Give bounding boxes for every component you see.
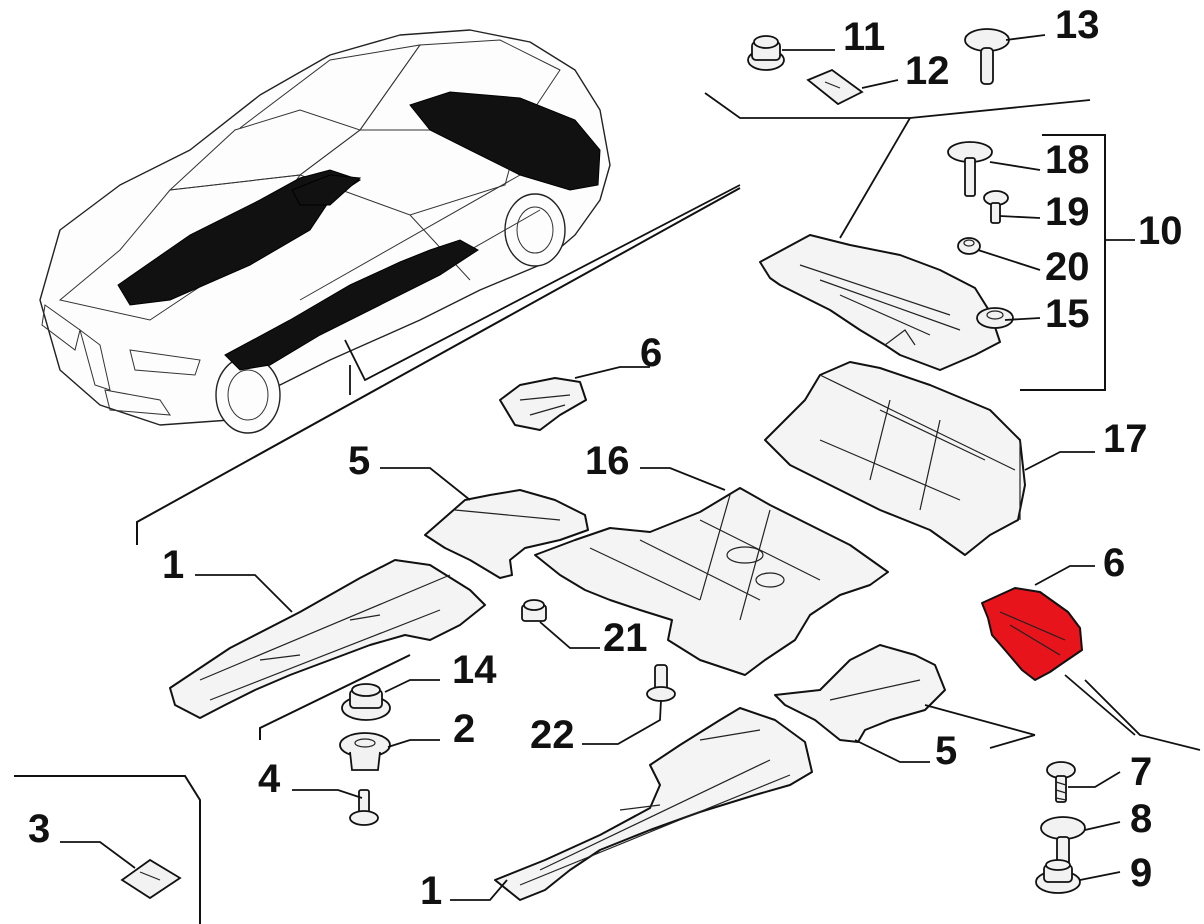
grommet-15 [976,307,1041,329]
push-pin-22 [582,664,676,745]
callout-3: 3 [28,807,50,851]
callout-6-top: 6 [640,331,662,375]
callout-2: 2 [453,707,475,751]
nut-20 [957,237,1041,271]
callout-5-top: 5 [348,439,370,483]
callout-4: 4 [258,757,281,801]
callout-16: 16 [585,439,630,483]
heat-shield-6-highlighted [981,565,1201,751]
clip-12 [806,68,899,106]
underbody-panel-1-right [450,707,813,901]
flange-nut-9 [1035,859,1121,894]
callout-5-bottom: 5 [935,729,957,773]
heat-shield-bracket-6-gray [499,366,650,431]
underbody-panel-1-left [169,559,486,719]
screw-7 [1046,761,1121,803]
callout-1-bottom: 1 [420,869,442,913]
callout-1-left: 1 [162,543,184,587]
central-underbody-panel-16 [534,467,889,676]
side-panel-5-lower [774,644,1036,763]
callout-labels: 11 12 13 18 19 10 20 15 6 17 5 16 6 1 21… [28,3,1183,913]
nut-21 [521,599,600,649]
vehicle-overview-illustration [39,29,741,434]
screw-washer-18 [947,141,1041,197]
push-pin-13 [964,28,1046,85]
callout-15: 15 [1045,292,1090,336]
grommet-2 [339,732,440,771]
callout-11: 11 [843,15,885,59]
callout-8: 8 [1130,797,1152,841]
clip-frame [14,775,201,924]
callout-18: 18 [1045,138,1090,182]
callout-20: 20 [1045,245,1090,289]
callout-13: 13 [1055,3,1100,47]
callout-21: 21 [603,616,648,660]
flange-nut-14 [341,679,440,721]
side-panel-5-upper [380,467,589,579]
callout-12: 12 [905,49,950,93]
callout-14: 14 [452,648,497,692]
nut-11 [747,35,835,71]
push-pin-8 [1040,816,1121,868]
group-frame-line-2 [259,654,411,740]
callout-19: 19 [1045,190,1090,234]
push-rivet-4 [292,789,379,826]
rear-shield-assembly [704,92,1135,391]
callout-9: 9 [1130,851,1152,895]
group-frame-line [136,187,741,545]
callout-10: 10 [1138,209,1183,253]
clip-3 [60,841,182,900]
rear-underbody-tray-17 [764,361,1095,556]
callout-6-red: 6 [1103,541,1125,585]
screw-19 [983,190,1041,224]
callout-7: 7 [1130,750,1152,794]
callout-17: 17 [1103,417,1148,461]
callout-22: 22 [530,713,575,757]
